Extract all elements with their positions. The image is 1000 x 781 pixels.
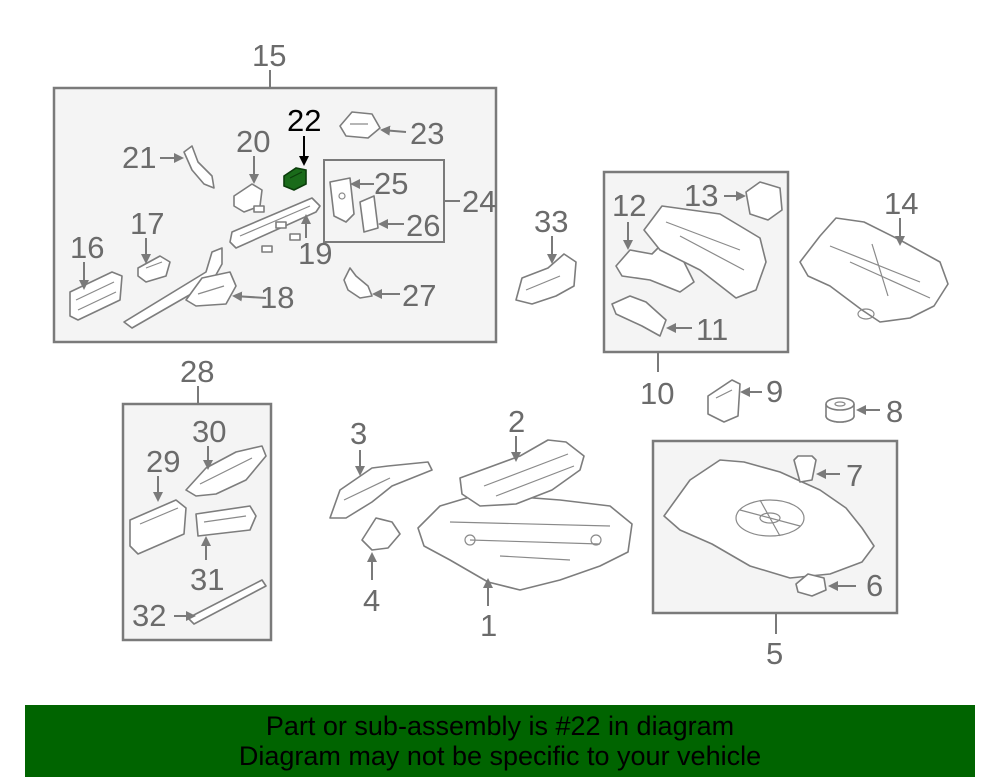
callout-14[interactable]: 14 [884, 186, 918, 221]
callout-15[interactable]: 15 [252, 38, 286, 73]
rail-pads [261, 221, 301, 253]
part-21[interactable] [160, 145, 215, 189]
part-13[interactable] [724, 181, 783, 221]
callout-6[interactable]: 6 [866, 568, 883, 603]
callout-7[interactable]: 7 [846, 458, 863, 493]
callout-2[interactable]: 2 [508, 404, 525, 439]
part-30[interactable] [185, 445, 267, 497]
callout-26[interactable]: 26 [406, 208, 440, 243]
callout-8[interactable]: 8 [886, 394, 903, 429]
part-8[interactable] [825, 397, 880, 423]
callout-5[interactable]: 5 [766, 636, 783, 671]
part-4[interactable] [361, 517, 401, 580]
callout-19[interactable]: 19 [298, 236, 332, 271]
part-1[interactable] [417, 493, 633, 606]
part-33[interactable] [515, 236, 577, 305]
part-23[interactable] [339, 111, 407, 139]
part-22-highlighted[interactable] [283, 136, 309, 191]
part-7[interactable] [793, 455, 840, 483]
callout-1[interactable]: 1 [480, 608, 497, 643]
callout-11[interactable]: 11 [696, 312, 728, 347]
callout-21[interactable]: 21 [122, 140, 156, 175]
info-banner: Part or sub-assembly is #22 in diagram D… [25, 705, 975, 777]
callout-23[interactable]: 23 [410, 116, 444, 151]
callout-33[interactable]: 33 [534, 204, 568, 239]
callout-22-highlighted[interactable]: 22 [287, 103, 321, 138]
part-18[interactable] [185, 271, 267, 307]
part-20[interactable] [233, 156, 265, 213]
part-29[interactable] [129, 476, 187, 555]
callout-27[interactable]: 27 [402, 278, 436, 313]
callout-12[interactable]: 12 [612, 188, 646, 223]
callout-9[interactable]: 9 [766, 374, 783, 409]
callout-25[interactable]: 25 [374, 166, 408, 201]
part-26[interactable] [359, 195, 404, 233]
part-27[interactable] [343, 267, 400, 299]
callout-13[interactable]: 13 [684, 178, 718, 213]
callout-31[interactable]: 31 [190, 562, 224, 597]
callout-labels: 1 2 3 4 5 6 7 8 9 10 11 12 13 14 15 16 1… [70, 38, 918, 671]
callout-4[interactable]: 4 [363, 583, 380, 618]
callout-29[interactable]: 29 [146, 444, 180, 479]
part-11[interactable] [611, 295, 692, 337]
part-16[interactable] [69, 262, 123, 321]
part-10-main[interactable] [643, 205, 767, 299]
part-14[interactable] [799, 217, 949, 323]
banner-line-2: Diagram may not be specific to your vehi… [238, 741, 762, 771]
part-2[interactable] [459, 436, 585, 507]
callout-20[interactable]: 20 [236, 124, 270, 159]
part-6[interactable] [795, 573, 856, 597]
callout-24[interactable]: 24 [462, 184, 496, 219]
part-32[interactable] [174, 579, 267, 625]
part-25[interactable] [329, 177, 374, 223]
part-31[interactable] [195, 505, 257, 560]
callout-10[interactable]: 10 [640, 376, 674, 411]
callout-28[interactable]: 28 [180, 354, 214, 389]
part-5-main[interactable] [663, 459, 875, 579]
callout-32[interactable]: 32 [132, 598, 166, 633]
part-3[interactable] [329, 450, 433, 519]
part-19[interactable] [123, 197, 321, 329]
callout-16[interactable]: 16 [70, 230, 104, 265]
callout-3[interactable]: 3 [350, 416, 367, 451]
callout-17[interactable]: 17 [130, 206, 164, 241]
part-17[interactable] [137, 238, 171, 283]
callout-30[interactable]: 30 [192, 414, 226, 449]
part-9[interactable] [707, 379, 762, 423]
callout-18[interactable]: 18 [260, 280, 294, 315]
banner-line-1: Part or sub-assembly is #22 in diagram [265, 711, 735, 741]
